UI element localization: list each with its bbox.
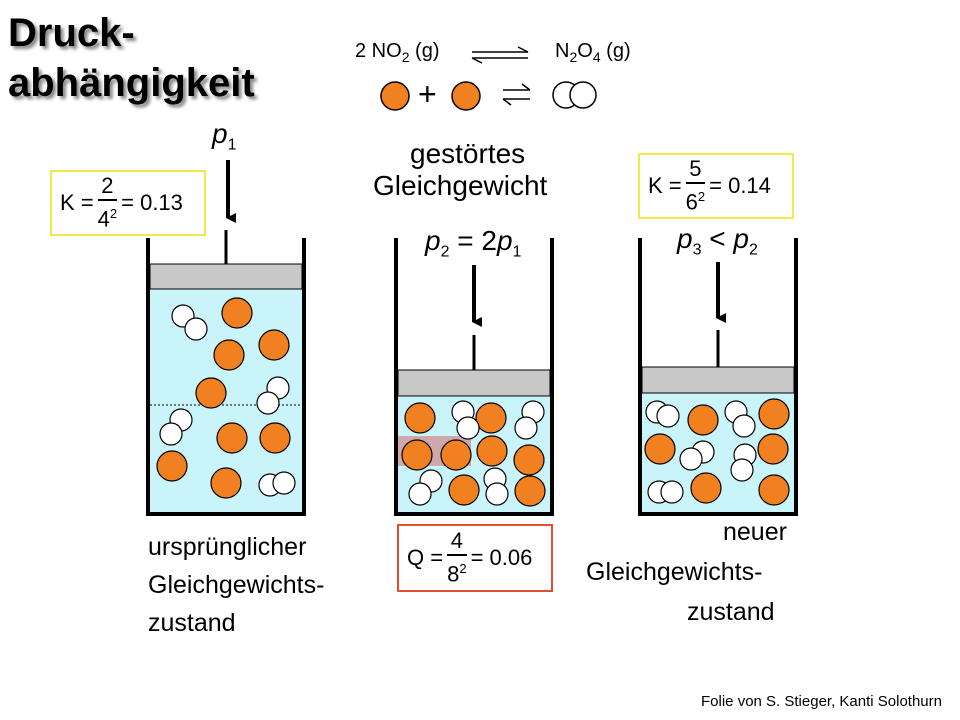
slide-title: Druck- abhängigkeit <box>8 8 255 108</box>
original-state-line-1: ursprünglicher <box>148 533 307 561</box>
no2-molecule <box>690 472 722 504</box>
title-line-1: Druck- <box>8 11 135 55</box>
no2-molecule <box>213 339 245 371</box>
no2-molecule-icon <box>380 81 410 111</box>
no2-molecule <box>440 439 472 471</box>
n2o4-molecule <box>656 404 680 428</box>
n2o4-molecule <box>256 391 280 415</box>
no2-molecule <box>514 475 546 507</box>
n2o4-molecule <box>679 447 703 471</box>
n2o4-molecule <box>660 480 684 504</box>
no2-molecule <box>259 422 291 454</box>
no2-molecule <box>644 433 676 465</box>
no2-molecule <box>476 435 508 467</box>
reaction-lhs: 2 NO2 (g) <box>355 40 440 65</box>
n2o4-molecule <box>514 416 538 440</box>
no2-molecule <box>475 402 507 434</box>
n2o4-molecule <box>485 482 509 506</box>
n2o4-molecule <box>730 458 754 482</box>
n2o4-molecule <box>272 471 296 495</box>
original-state-line-2: Gleichgewichts- <box>148 571 325 599</box>
credit-text: Folie von S. Stieger, Kanti Solothurn <box>701 693 942 710</box>
no2-molecule <box>221 297 253 329</box>
no2-molecule <box>758 398 790 430</box>
no2-molecule <box>758 474 790 506</box>
reaction-rhs: N2O4 (g) <box>555 40 631 65</box>
n2o4-molecule <box>184 317 208 341</box>
no2-molecule <box>448 474 480 506</box>
n2o4-molecule <box>456 416 480 440</box>
no2-molecule <box>757 433 789 465</box>
no2-molecule <box>195 377 227 409</box>
disturbed-label-line-1: gestörtes <box>410 138 526 169</box>
no2-molecule <box>401 439 433 471</box>
new-state-line-1: neuer <box>723 518 787 546</box>
no2-molecule <box>687 404 719 436</box>
new-state-line-3: zustand <box>687 598 775 626</box>
n2o4-molecule <box>159 422 183 446</box>
no2-molecule <box>258 329 290 361</box>
no2-molecule <box>156 450 188 482</box>
equilibrium-arrows-mid <box>502 83 531 106</box>
equilibrium-arrows-top <box>471 46 529 64</box>
reaction-plus: + <box>418 76 437 112</box>
pressure-label-2: p2 = 2p1 <box>425 225 522 261</box>
molecules-layer <box>156 297 790 507</box>
no2-molecule <box>216 422 248 454</box>
n2o4-molecule-icon <box>569 81 597 109</box>
n2o4-molecule <box>732 414 756 438</box>
no2-molecule <box>513 444 545 476</box>
pressure-label-3: p3 < p2 <box>677 223 758 259</box>
no2-molecule <box>210 467 242 499</box>
title-line-2: abhängigkeit <box>8 61 255 105</box>
new-state-line-2: Gleichgewichts- <box>586 558 763 586</box>
no2-molecule-icon <box>451 81 481 111</box>
disturbed-label-line-2: Gleichgewicht <box>373 170 548 201</box>
pressure-label-1: p1 <box>212 118 237 154</box>
no2-molecule <box>404 402 436 434</box>
original-state-label: ursprünglicher Gleichgewichts- zustand <box>148 528 324 642</box>
original-state-line-3: zustand <box>148 609 236 637</box>
n2o4-molecule <box>408 482 432 506</box>
